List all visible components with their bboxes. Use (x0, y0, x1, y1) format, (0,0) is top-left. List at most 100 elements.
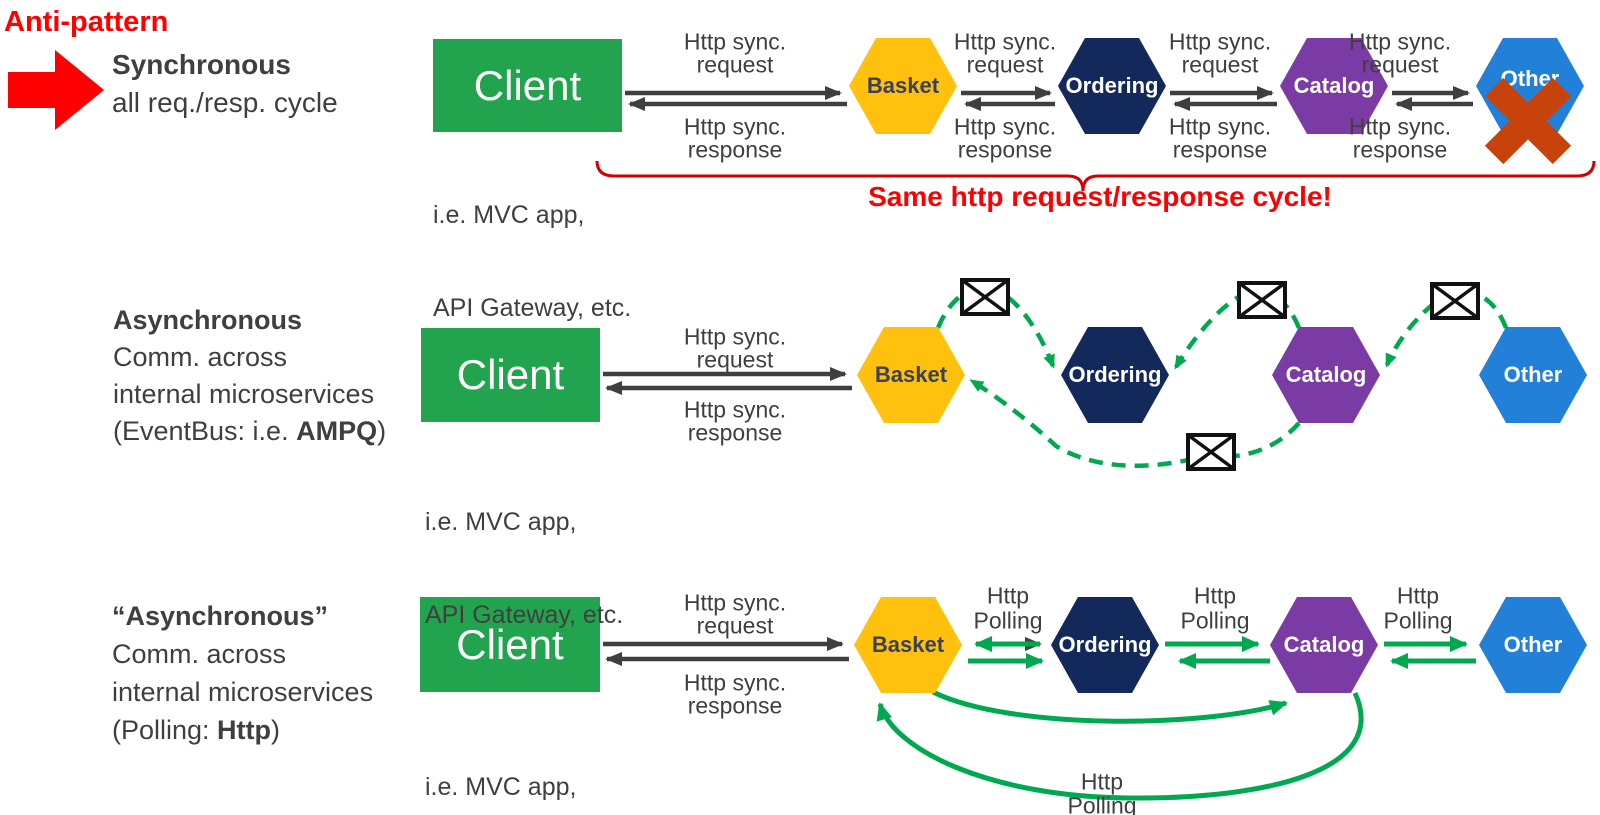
same-cycle-note: Same http request/response cycle! (868, 181, 1332, 212)
row2-line3-bold: AMPQ (296, 416, 378, 446)
red-block-arrow-icon (8, 50, 104, 130)
hexagon-other-row2: Other (1479, 327, 1587, 423)
label-response: response (1352, 136, 1448, 163)
label-http: Http (1080, 768, 1124, 795)
label-http-sync: Http sync. (953, 113, 1057, 140)
client-caption-row3: i.e. MVC app, API Gateway, etc. (425, 710, 623, 815)
hexagon-label: Other (1503, 362, 1563, 387)
hexagon-basket-row2: Basket (857, 327, 965, 423)
label-http-sync: Http sync. (1348, 113, 1452, 140)
client-caption-line1: i.e. MVC app, (425, 773, 577, 801)
row2-heading: Asynchronous (113, 305, 303, 335)
hexagon-label: Catalog (1285, 362, 1367, 387)
message-envelope-icon (1186, 433, 1236, 471)
hexagon-label: Ordering (1065, 73, 1159, 98)
client-caption-line1: i.e. MVC app, (433, 201, 585, 229)
row2-title-line3: (EventBus: i.e. AMPQ) (113, 413, 386, 450)
row2-title-line2: internal microservices (113, 379, 375, 409)
label-http-sync: Http sync. (1168, 113, 1272, 140)
label-http: Http (986, 582, 1030, 609)
row2-line3-suffix: ) (377, 416, 387, 446)
hexagon-label: Catalog (1293, 73, 1375, 98)
label-http: Http (1193, 582, 1237, 609)
client-box-row2: Client (421, 328, 600, 422)
hexagon-label: Catalog (1283, 632, 1365, 657)
client-caption-row1: i.e. MVC app, API Gateway, etc. (433, 138, 631, 386)
label-request: request (696, 612, 774, 639)
row3-heading: “Asynchronous” (112, 601, 329, 631)
label-request: request (696, 346, 774, 373)
row1-title: Synchronous all req./resp. cycle (112, 46, 338, 122)
label-http-sync: Http sync. (953, 28, 1057, 55)
row3-line3-suffix: ) (271, 715, 281, 745)
client-caption-line1: i.e. MVC app, (425, 508, 577, 536)
hexagon-catalog-row2: Catalog (1272, 327, 1380, 423)
row2-line3-prefix: (EventBus: i.e. (113, 416, 297, 446)
row3-line3-bold: Http (217, 715, 272, 745)
message-envelope-icon (960, 278, 1010, 316)
client-label: Client (456, 620, 564, 668)
label-response: response (687, 692, 783, 719)
row3-title-line1: Comm. across (112, 639, 287, 669)
label-http-sync: Http sync. (683, 28, 787, 55)
label-http-sync: Http sync. (683, 589, 787, 616)
row2-title: Asynchronous Comm. across internal micro… (113, 302, 386, 450)
label-request: request (1361, 51, 1439, 78)
hexagon-other-row3: Other (1479, 597, 1587, 693)
hexagon-label: Ordering (1068, 362, 1162, 387)
label-response: response (1172, 136, 1268, 163)
row1-subheading: all req./resp. cycle (112, 87, 338, 118)
hexagon-catalog-row1: Catalog (1280, 38, 1388, 134)
label-response: response (957, 136, 1053, 163)
row3-sync-arrows (603, 637, 849, 666)
client-box-row3: Client (420, 597, 600, 692)
hexagon-label: Basket (871, 632, 945, 657)
label-http-sync: Http sync. (1348, 28, 1452, 55)
label-polling: Polling (1383, 607, 1453, 634)
hexagon-ordering-row3: Ordering (1051, 597, 1159, 693)
label-response: response (687, 419, 783, 446)
row2-sync-arrows (603, 367, 852, 395)
client-box-row1: Client (433, 39, 622, 132)
hexagon-label: Other (1503, 632, 1563, 657)
label-response: response (687, 136, 783, 163)
client-caption-row2: i.e. MVC app, API Gateway, etc. (425, 445, 623, 693)
label-http-sync: Http sync. (683, 669, 787, 696)
message-envelope-icon (1430, 282, 1480, 320)
label-request: request (966, 51, 1044, 78)
label-http-sync: Http sync. (683, 396, 787, 423)
hexagon-label: Ordering (1058, 632, 1152, 657)
hexagon-basket-row1: Basket (849, 38, 957, 134)
row3-title: “Asynchronous” Comm. across internal mic… (112, 597, 373, 749)
anti-pattern-label: Anti-pattern (4, 6, 169, 38)
hexagon-catalog-row3: Catalog (1270, 597, 1378, 693)
hexagon-basket-row3: Basket (854, 597, 962, 693)
client-label: Client (456, 351, 565, 398)
label-http-sync: Http sync. (683, 113, 787, 140)
row3-line3-prefix: (Polling: (112, 715, 218, 745)
label-polling: Polling (973, 607, 1043, 634)
client-caption-line2: API Gateway, etc. (433, 294, 632, 322)
hexagon-ordering-row1: Ordering (1058, 38, 1166, 134)
row3-polling-arrows (876, 636, 1476, 801)
client-caption-line2: API Gateway, etc. (425, 601, 624, 629)
row3-title-line2: internal microservices (112, 677, 374, 707)
hexagon-label: Other (1500, 66, 1560, 91)
label-http: Http (1396, 582, 1440, 609)
row2-eventbus-curves (935, 285, 1509, 468)
label-request: request (696, 51, 774, 78)
label-http-sync: Http sync. (1168, 28, 1272, 55)
hexagon-other-row1: Other (1476, 38, 1584, 134)
label-http-sync: Http sync. (683, 323, 787, 350)
message-envelope-icon (1237, 281, 1287, 319)
row1-heading: Synchronous (112, 49, 291, 80)
row3-title-line3: (Polling: Http) (112, 711, 373, 749)
client-label: Client (473, 61, 582, 109)
hexagon-ordering-row2: Ordering (1061, 327, 1169, 423)
hexagon-label: Basket (874, 362, 948, 387)
label-request: request (1181, 51, 1259, 78)
row2-title-line1: Comm. across (113, 342, 288, 372)
hexagon-label: Basket (866, 73, 940, 98)
label-polling: Polling (1180, 607, 1250, 634)
